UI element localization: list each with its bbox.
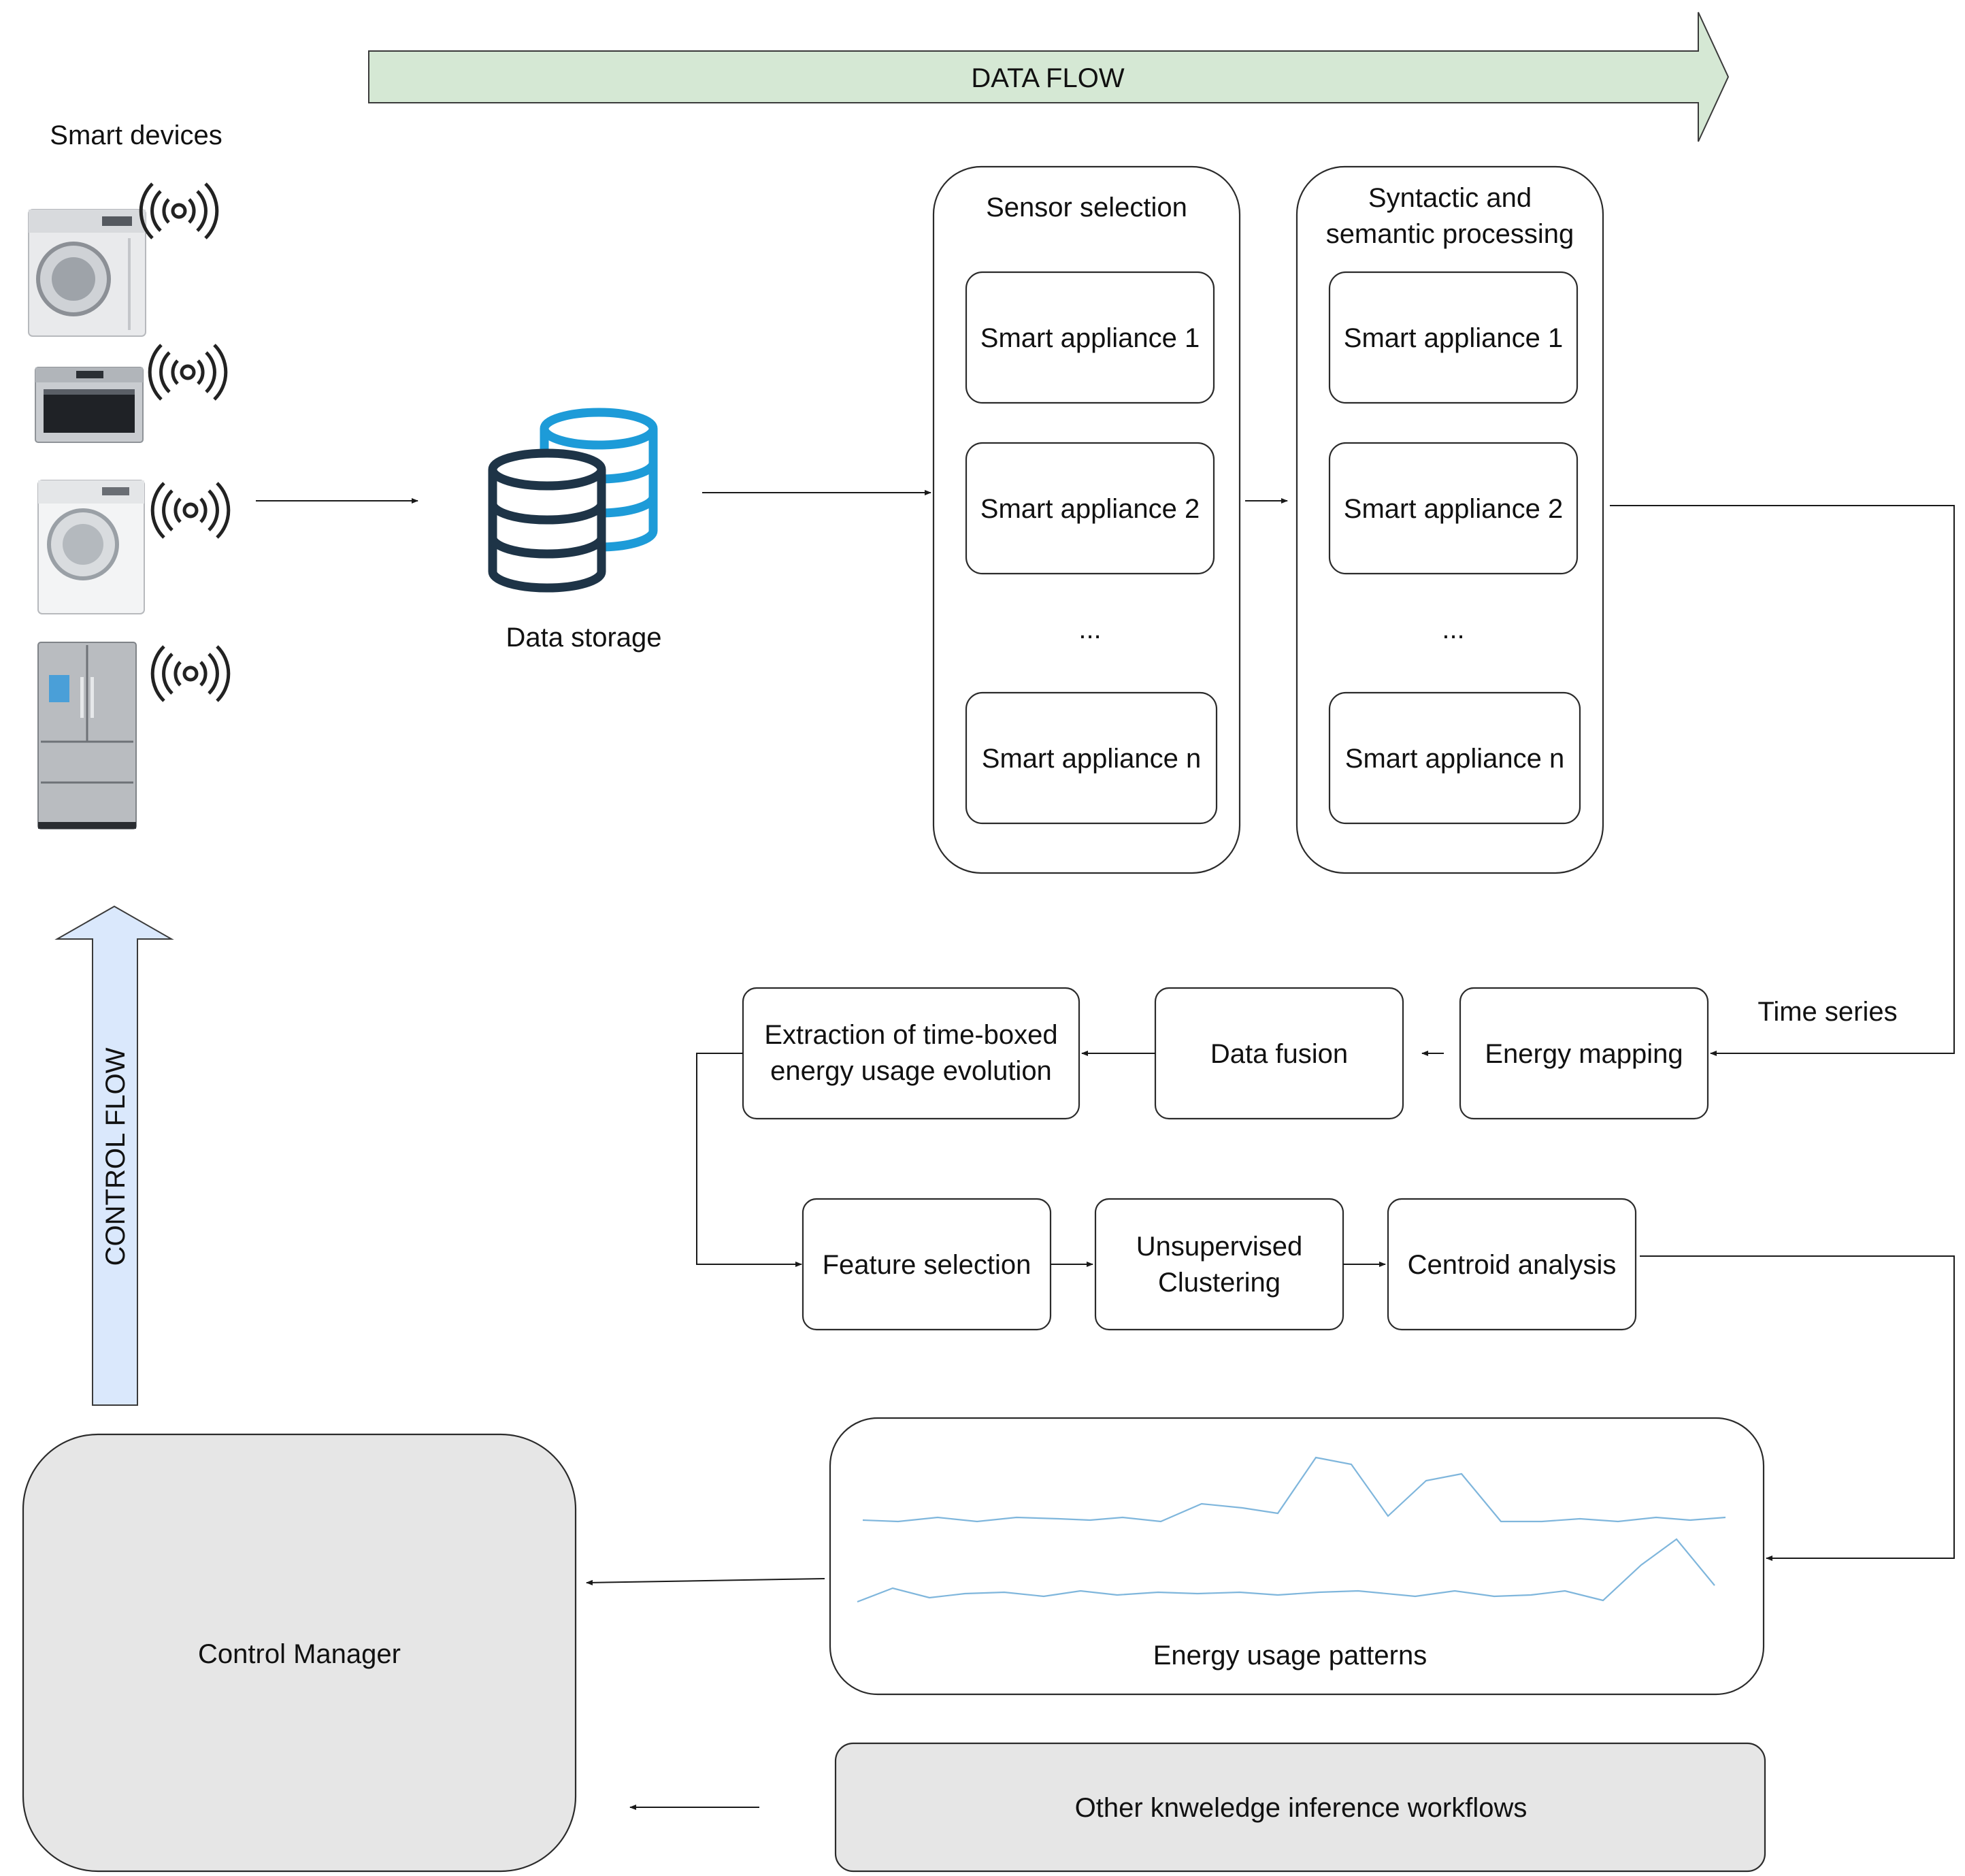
sensor-selection-title: Sensor selection xyxy=(986,193,1187,223)
wireless-signal-icon xyxy=(150,482,231,539)
wireless-signal-icon xyxy=(148,344,228,401)
sensor-appliance-n-box xyxy=(965,691,1218,825)
sensor-appliance-2-label: Smart appliance 2 xyxy=(980,494,1200,524)
refrigerator-icon xyxy=(37,642,137,829)
smart-devices-group: Smart devices xyxy=(28,120,231,829)
other-workflows-box xyxy=(834,1742,1766,1873)
sensor-ellipsis: ... xyxy=(1078,614,1101,644)
control-flow-arrow-shape xyxy=(54,905,174,1406)
syntactic-appliance-1-label: Smart appliance 1 xyxy=(1344,323,1563,353)
wireless-signal-icon xyxy=(139,182,219,240)
centroid-analysis-box xyxy=(1387,1198,1637,1331)
oven-icon xyxy=(35,367,144,443)
extraction-label-line1: Extraction of time-boxed xyxy=(764,1020,1057,1050)
sensor-appliance-1-label: Smart appliance 1 xyxy=(980,323,1200,353)
clustering-label-line1: Unsupervised xyxy=(1136,1232,1303,1262)
syntactic-ellipsis: ... xyxy=(1442,614,1464,644)
energy-patterns-box xyxy=(829,1417,1765,1696)
connector-patterns-to-manager xyxy=(586,1578,825,1585)
control-flow-arrow: CONTROL FLOW xyxy=(54,905,174,1406)
syntactic-appliance-1-box xyxy=(1328,271,1579,404)
energy-patterns-label: Energy usage patterns xyxy=(1153,1641,1427,1671)
data-storage: Data storage xyxy=(488,408,662,653)
syntactic-appliance-2-label: Smart appliance 2 xyxy=(1344,494,1563,524)
sensor-appliance-1-box xyxy=(965,271,1215,404)
front-load-washer-icon xyxy=(37,480,145,614)
data-fusion-label: Data fusion xyxy=(1210,1039,1348,1069)
syntactic-processing-panel: Syntactic and semantic processing Smart … xyxy=(1295,165,1604,874)
syntactic-appliance-n-box xyxy=(1328,691,1581,825)
smart-devices-title: Smart devices xyxy=(50,120,222,150)
time-series-label: Time series xyxy=(1757,997,1897,1027)
data-flow-arrow: DATA FLOW xyxy=(368,12,1730,142)
energy-pattern-line-2 xyxy=(857,1538,1715,1603)
sensor-appliance-2-box xyxy=(965,442,1215,575)
data-flow-label: DATA FLOW xyxy=(971,63,1124,93)
feature-selection-label: Feature selection xyxy=(823,1250,1031,1280)
clustering-label-line2: Clustering xyxy=(1158,1268,1281,1298)
sensor-appliance-n-label: Smart appliance n xyxy=(982,744,1201,774)
extraction-label-line2: energy usage evolution xyxy=(770,1056,1052,1086)
connector-extraction-to-feature xyxy=(696,1053,802,1267)
centroid-analysis-label: Centroid analysis xyxy=(1408,1250,1617,1280)
wireless-signal-icon xyxy=(150,645,231,702)
energy-pattern-line-1 xyxy=(862,1456,1726,1523)
data-storage-label: Data storage xyxy=(506,623,661,653)
control-manager-label: Control Manager xyxy=(198,1639,401,1669)
data-flow-arrow-shape xyxy=(368,12,1730,142)
database-icon xyxy=(488,408,658,593)
connector-centroid-to-patterns xyxy=(1640,1255,1955,1561)
control-manager-box xyxy=(22,1433,577,1873)
syntactic-title-line1: Syntactic and xyxy=(1368,183,1532,213)
syntactic-appliance-n-label: Smart appliance n xyxy=(1345,744,1564,774)
connector-time-series xyxy=(1610,505,1955,1056)
other-workflows-label: Other knweledge inference workflows xyxy=(1075,1793,1528,1823)
energy-mapping-label: Energy mapping xyxy=(1485,1039,1683,1069)
syntactic-title-line2: semantic processing xyxy=(1326,219,1574,249)
energy-mapping-box xyxy=(1459,987,1709,1120)
syntactic-appliance-2-box xyxy=(1328,442,1579,575)
washing-machine-icon xyxy=(28,209,146,337)
clustering-box xyxy=(1094,1198,1344,1331)
extraction-box xyxy=(742,987,1080,1120)
control-flow-label: CONTROL FLOW xyxy=(101,1047,131,1266)
energy-patterns-panel: Energy usage patterns xyxy=(829,1417,1765,1696)
sensor-selection-panel: Sensor selection Smart appliance 1 Smart… xyxy=(932,165,1241,874)
